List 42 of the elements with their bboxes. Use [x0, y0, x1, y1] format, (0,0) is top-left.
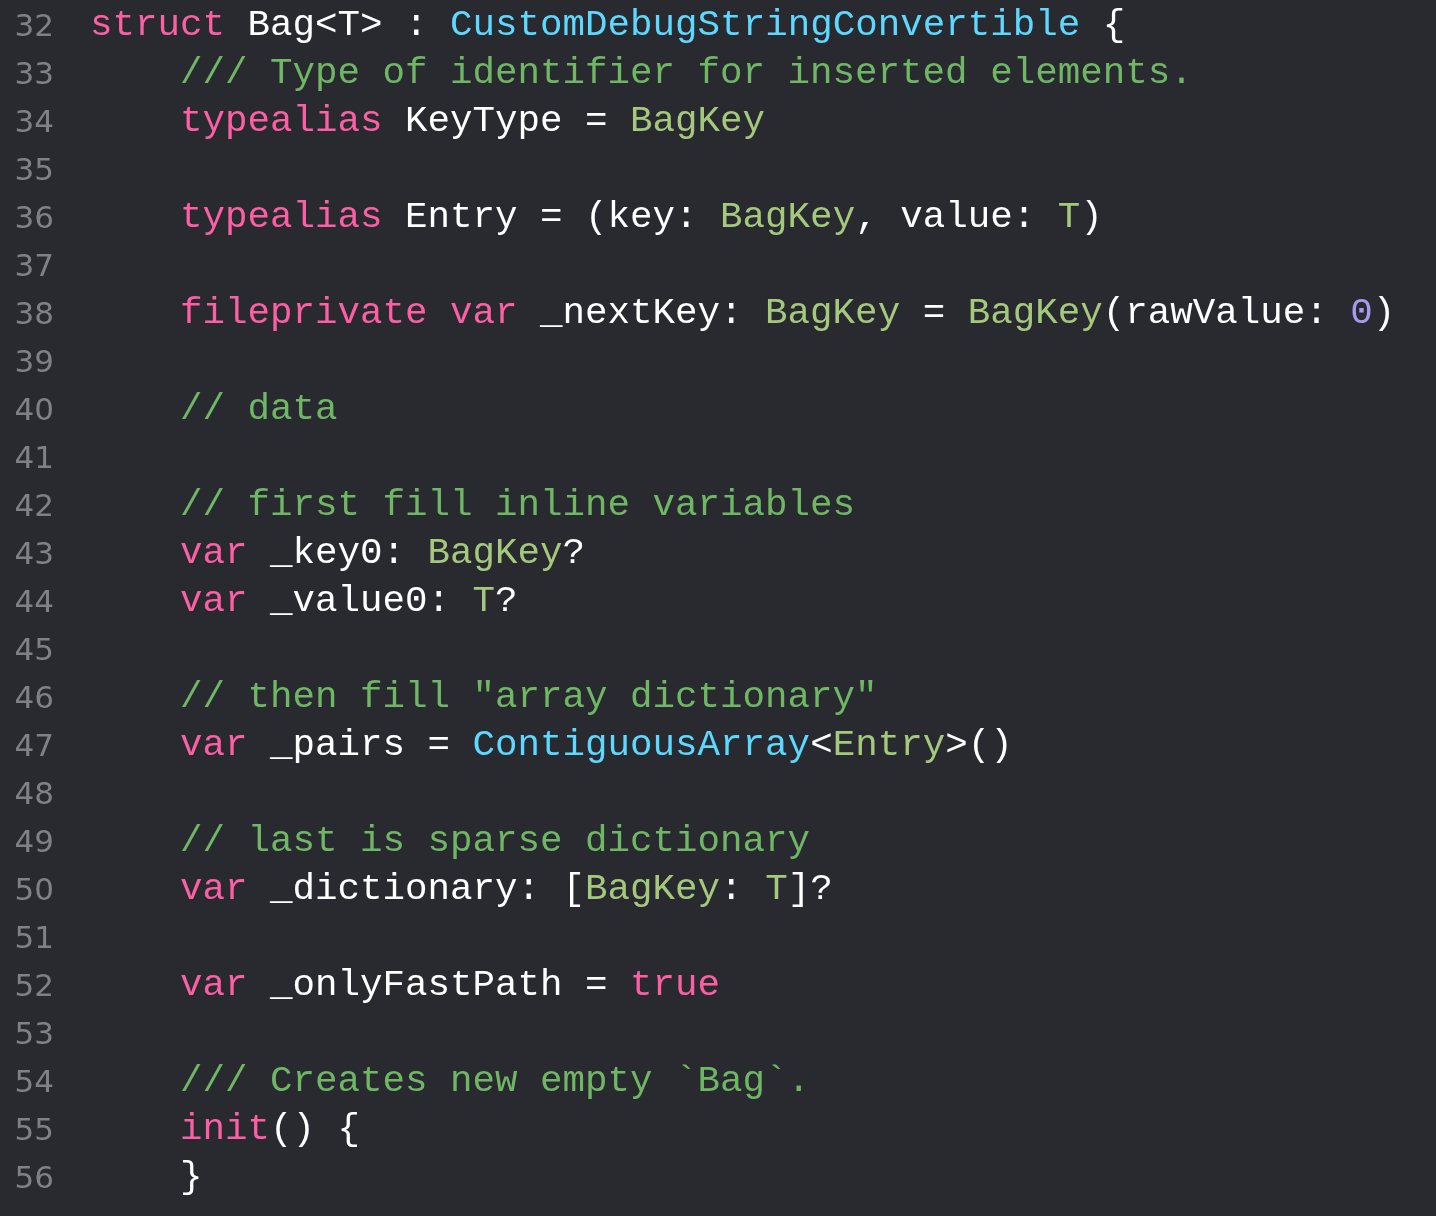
line-number: 32: [13, 6, 54, 45]
line-number: 53: [13, 1014, 54, 1053]
line-number: 49: [13, 822, 54, 861]
line-number: 52: [13, 966, 54, 1005]
line-number: 55: [13, 1110, 54, 1149]
line-number: 43: [13, 534, 54, 573]
code-line: /// Type of identifier for inserted elements.: [180, 51, 1193, 95]
line-number: 37: [13, 246, 54, 285]
code-line: fileprivate var _nextKey: BagKey = BagKey(rawValue: 0): [180, 291, 1396, 335]
line-number: 54: [13, 1062, 54, 1101]
code-line: // then fill "array dictionary": [180, 675, 878, 719]
code-line: // data: [180, 387, 338, 431]
code-line: var _key0: BagKey?: [180, 531, 586, 575]
line-number: 47: [13, 726, 54, 765]
line-number: 33: [13, 54, 54, 93]
code-line: typealias Entry = (key: BagKey, value: T): [180, 195, 1103, 239]
line-number: 39: [13, 342, 54, 381]
code-line: struct Bag<T> : CustomDebugStringConvertible {: [90, 3, 1126, 47]
code-line: var _dictionary: [BagKey: T]?: [180, 867, 833, 911]
line-number: 41: [13, 438, 54, 477]
line-number: 46: [13, 678, 54, 717]
line-number: 38: [13, 294, 54, 333]
line-number: 50: [13, 870, 54, 909]
code-line: var _onlyFastPath = true: [180, 963, 721, 1007]
code-line: /// Creates new empty `Bag`.: [180, 1059, 811, 1103]
code-line: typealias KeyType = BagKey: [180, 99, 766, 143]
line-number: 36: [13, 198, 54, 237]
code-line: }: [180, 1155, 203, 1199]
line-number: 40: [13, 390, 54, 429]
code-line: // last is sparse dictionary: [180, 819, 811, 863]
code-line: // first fill inline variables: [180, 483, 856, 527]
line-number: 48: [13, 774, 54, 813]
code-line: var _pairs = ContiguousArray<Entry>(): [180, 723, 1013, 767]
line-number: 45: [13, 630, 54, 669]
line-number: 42: [13, 486, 54, 525]
code-line: init() {: [180, 1107, 361, 1151]
line-number: 35: [13, 150, 54, 189]
line-number: 56: [13, 1158, 54, 1197]
line-number: 44: [13, 582, 54, 621]
code-line: var _value0: T?: [180, 579, 518, 623]
line-number: 34: [13, 102, 54, 141]
line-number: 51: [13, 918, 54, 957]
